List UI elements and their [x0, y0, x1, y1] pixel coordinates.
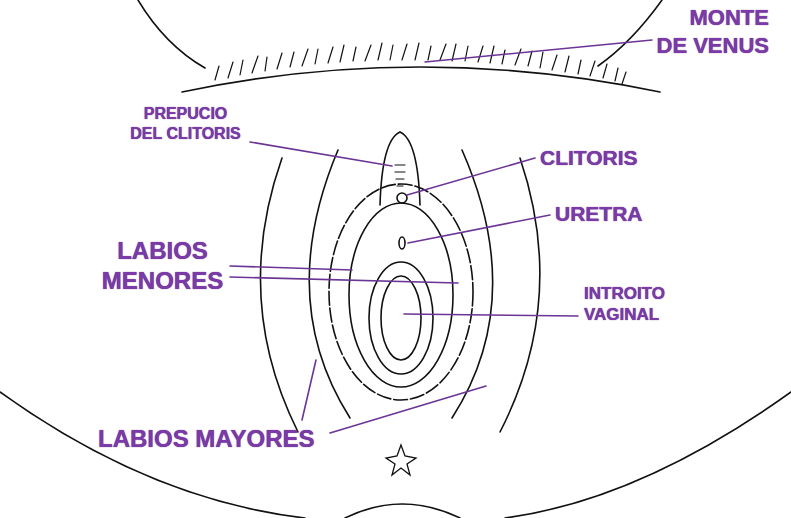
urethra	[399, 237, 405, 249]
leader-line	[407, 158, 535, 195]
leader-line	[330, 386, 486, 433]
leader-line	[302, 360, 316, 420]
part-label: CLITORIS	[540, 145, 638, 171]
part-label: LABIOS MENORES	[100, 236, 225, 296]
thigh-outline	[0, 392, 305, 518]
introitus	[369, 262, 433, 374]
leader-line	[404, 314, 578, 316]
leader-line	[250, 142, 392, 166]
leader-line	[425, 40, 652, 62]
thigh-outline	[505, 392, 791, 518]
anus	[386, 445, 416, 475]
labia-minora	[329, 184, 473, 400]
introitus-inner	[381, 276, 421, 360]
leader-line	[230, 266, 352, 270]
clitoral-hood	[380, 132, 420, 205]
leader-line	[408, 215, 550, 243]
body-outline	[138, 0, 205, 68]
part-label: MONTE DE VENUS	[655, 4, 769, 59]
part-label: PREPUCIO DEL CLITORIS	[128, 104, 243, 144]
buttocks-outline	[345, 504, 460, 518]
mons-outline	[182, 67, 660, 92]
labia-majora	[260, 158, 298, 432]
leader-line	[230, 277, 458, 283]
part-label: URETRA	[555, 201, 643, 227]
part-label: LABIOS MAYORES	[98, 424, 314, 454]
body-outline	[598, 0, 662, 66]
labia-minora-inner	[349, 203, 453, 387]
clitoris	[397, 193, 407, 203]
hood-folds	[395, 165, 405, 186]
part-label: INTROITO VAGINAL	[584, 283, 679, 326]
labia-majora	[500, 158, 540, 432]
